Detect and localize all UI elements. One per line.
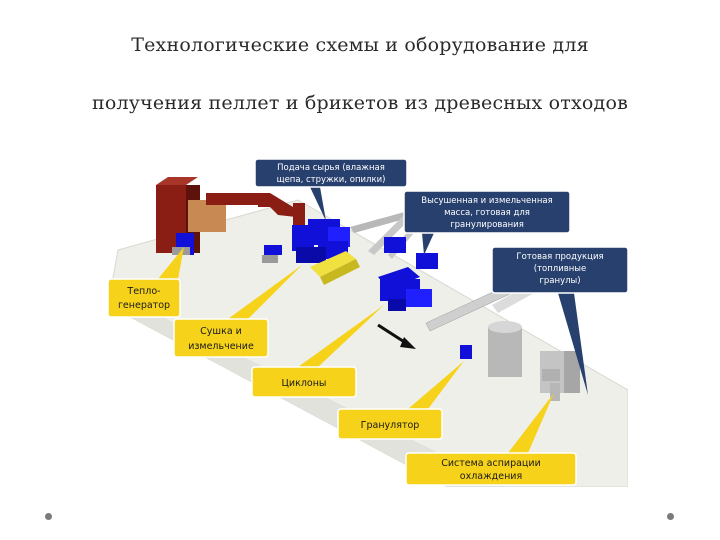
callout-product-line-3: гранулы)	[539, 276, 580, 286]
callout-heat-line-1: Тепло-	[126, 286, 160, 297]
callout-aspiration-line-1: Система аспирации	[441, 458, 541, 469]
callout-drying-line-1: Сушка и	[200, 326, 242, 337]
callout-drying: Сушка и измельчение	[173, 265, 302, 358]
decorative-dot-right	[667, 513, 674, 520]
callout-drying-line-2: измельчение	[188, 341, 254, 352]
decorative-dot-left	[45, 513, 52, 520]
callout-feed-line-2: щепа, стружки, опилки)	[277, 175, 386, 185]
callout-feed-line-1: Подача сырья (влажная	[277, 163, 385, 173]
flow-arrow-line	[377, 323, 407, 345]
callout-cyclones-text: Циклоны	[282, 378, 327, 389]
callout-dried-line-3: гранулирования	[450, 220, 524, 230]
aspiration-system-machine	[540, 351, 580, 401]
callout-dried-mass: Высушенная и измельченная масса, готовая…	[403, 190, 571, 255]
callout-heat-generator: Тепло- генератор	[107, 247, 184, 318]
callout-cyclones: Циклоны	[251, 305, 384, 398]
callout-feed: Подача сырья (влажная щепа, стружки, опи…	[254, 158, 408, 221]
callout-aspiration-line-2: охлаждения	[460, 471, 522, 482]
callout-product: Готовая продукция (топливные гранулы)	[491, 246, 628, 395]
callout-dried-line-2: масса, готовая для	[444, 208, 530, 218]
callout-heat-line-2: генератор	[118, 300, 170, 311]
callout-product-line-2: (топливные	[534, 264, 587, 274]
process-diagram: Подача сырья (влажная щепа, стружки, опи…	[107, 158, 628, 487]
page-title-line-2: получения пеллет и брикетов из древесных…	[92, 92, 628, 114]
callout-aspiration: Система аспирации охлаждения	[405, 393, 577, 486]
callout-granulator: Гранулятор	[337, 361, 464, 440]
drying-machine	[262, 219, 360, 285]
callout-granulator-text: Гранулятор	[361, 420, 420, 431]
page-title-line-1: Технологические схемы и оборудование для	[131, 34, 589, 56]
callout-dried-line-1: Высушенная и измельченная	[421, 196, 552, 206]
callout-product-line-1: Готовая продукция	[516, 252, 603, 262]
flow-arrow-head	[400, 337, 416, 349]
cyclones-machine	[378, 237, 438, 311]
